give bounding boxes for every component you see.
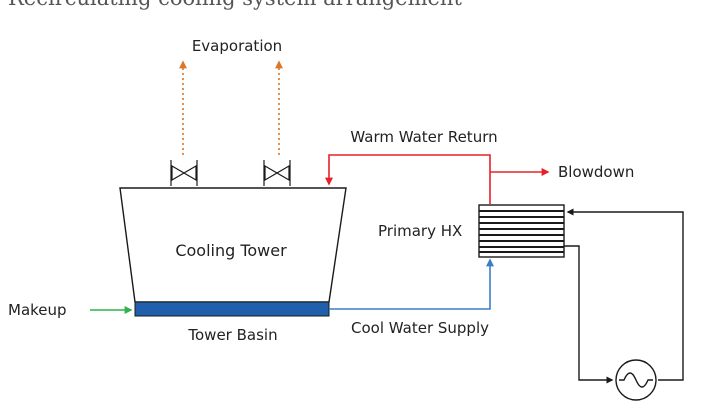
heat-load-icon bbox=[615, 359, 657, 401]
evaporation-arrows bbox=[179, 60, 283, 155]
vent-valve-right bbox=[263, 160, 291, 186]
warm-water-return-label: Warm Water Return bbox=[350, 128, 497, 146]
primary-heat-exchanger bbox=[478, 204, 565, 258]
process-supply-line bbox=[564, 245, 614, 384]
cooling-tower-label: Cooling Tower bbox=[175, 241, 287, 260]
cool-water-supply-label: Cool Water Supply bbox=[351, 319, 489, 337]
makeup-label: Makeup bbox=[8, 301, 67, 319]
primary-hx-label: Primary HX bbox=[378, 222, 462, 240]
evaporation-label: Evaporation bbox=[192, 37, 282, 55]
warm-water-return-line bbox=[325, 154, 491, 204]
process-return-line bbox=[566, 208, 684, 381]
cool-water-supply-line bbox=[329, 258, 494, 310]
tower-basin-label: Tower Basin bbox=[187, 326, 277, 344]
vent-valve-left bbox=[170, 160, 198, 186]
blowdown-label: Blowdown bbox=[558, 163, 634, 181]
diagram-caption: Recirculating cooling system arrangement bbox=[8, 0, 462, 10]
tower-basin bbox=[134, 301, 330, 317]
